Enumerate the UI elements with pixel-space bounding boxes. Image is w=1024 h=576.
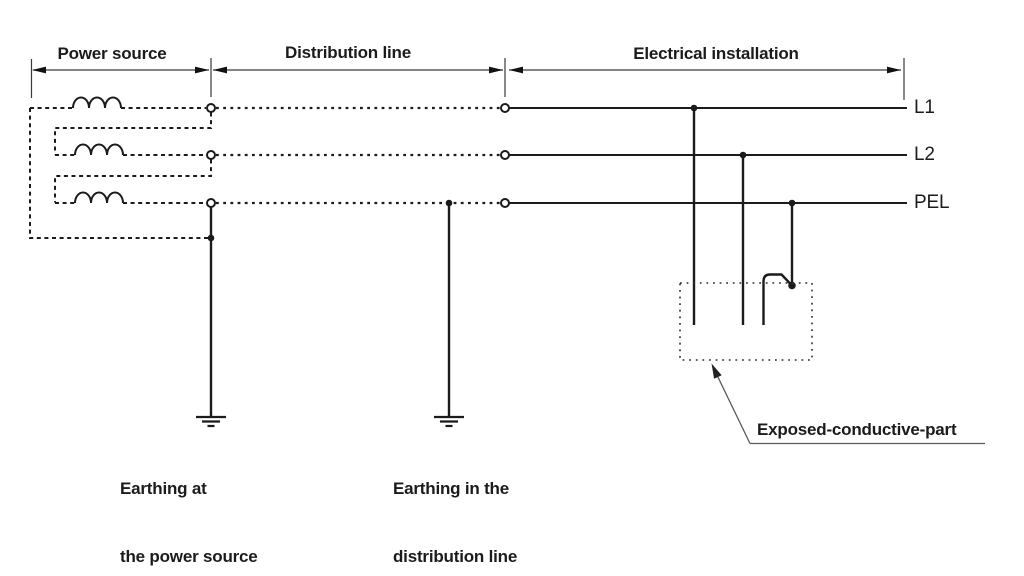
terminal-circle-install-l2 [500,150,510,160]
leader-arrowhead-icon [711,363,722,379]
section-label-power-source: Power source [57,44,167,63]
junction-dot [788,281,796,290]
pel-bond-hook [762,273,793,325]
leader-arrow [714,371,985,445]
arrowhead-icon [489,66,503,74]
dashed-loop-winding1-to-2 [54,112,212,155]
exposed-conductive-part-box [679,282,813,361]
terminal-circle-source-l1 [206,103,216,113]
distribution-dotted-conductors [216,106,500,205]
winding-coil-l2 [74,143,124,156]
junction-dot [445,199,453,207]
section-label-distribution-line: Distribution line [285,43,411,62]
earthing-power-source-label-line1: Earthing at [120,479,207,498]
exposed-conductive-part-label: Exposed-conductive-part [757,420,957,439]
vertical-conductors [209,108,794,417]
arrowhead-icon [509,66,523,74]
junction-dot [788,199,796,207]
winding-coil-l1 [72,96,122,109]
terminal-circle-install-pel [500,198,510,208]
terminal-circle-source-pel [206,198,216,208]
junction-dots [207,104,796,290]
arrowhead-icon [195,66,209,74]
arrowhead-icon [887,66,901,74]
arrowhead-icon [213,66,227,74]
earthing-power-source-label: Earthing at the power source [120,433,258,576]
terminal-circle-install-l1 [500,103,510,113]
dashed-left-return [29,108,208,239]
earthing-distribution-label-line1: Earthing in the [393,479,510,498]
arrowhead-icon [32,66,46,74]
dimension-arrowheads [32,66,901,74]
dashed-loop-winding2-to-3 [54,159,212,203]
earthing-distribution-label: Earthing in the distribution line [393,433,517,576]
earth-symbol-distribution [434,415,464,428]
dimension-arrows [30,58,905,100]
conductor-label-l1: L1 [914,97,935,118]
junction-dot [739,151,747,159]
section-label-electrical-installation: Electrical installation [633,44,799,63]
leader-diagonal [714,371,751,444]
conductor-label-pel: PEL [914,192,950,213]
earth-symbol-power-source [196,415,226,428]
earthing-power-source-label-line2: the power source [120,546,258,566]
junction-dot [690,104,698,112]
earthing-distribution-label-line2: distribution line [393,546,518,566]
power-source-dashed-wiring [29,107,212,239]
installation-conductors [509,107,907,204]
terminal-circle-source-l2 [206,150,216,160]
conductor-label-l2: L2 [914,144,935,165]
terminal-circles [206,103,510,208]
junction-dot [207,234,215,242]
winding-coil-pel [74,191,124,204]
power-source-windings [72,96,124,204]
